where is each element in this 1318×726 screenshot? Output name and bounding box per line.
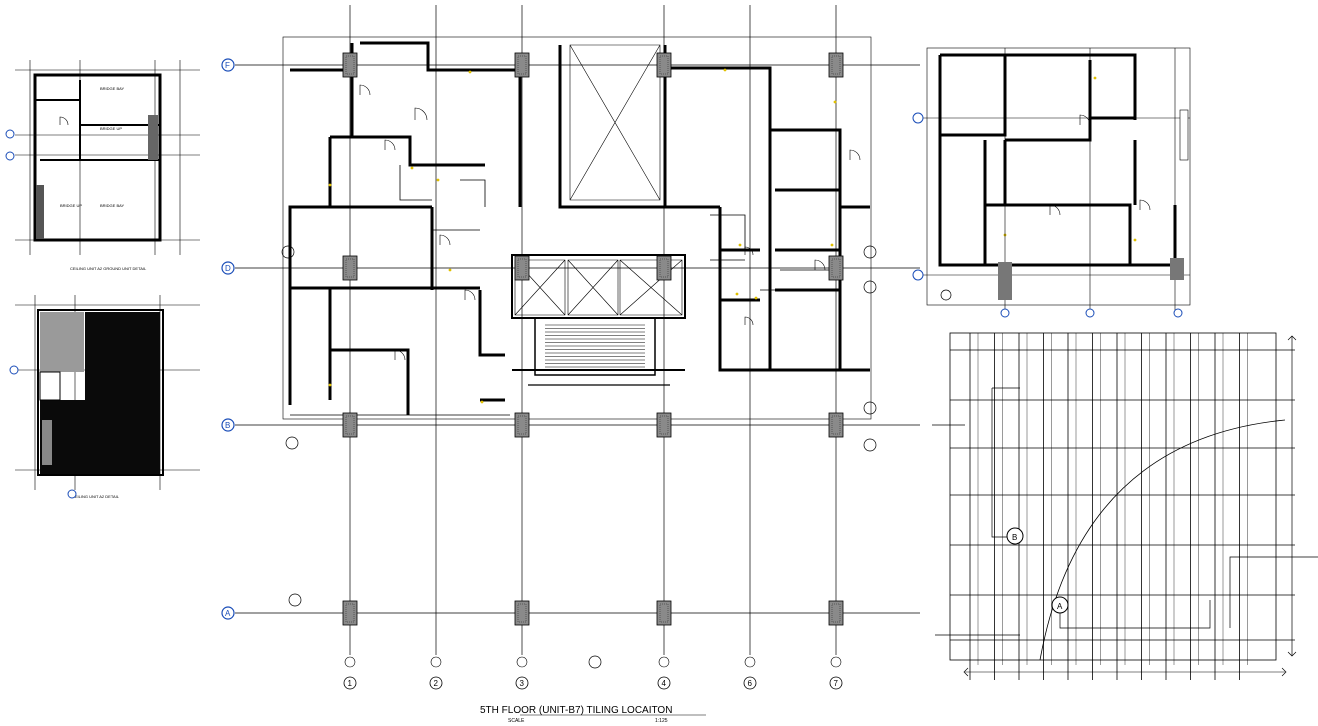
light-point	[738, 243, 742, 247]
column-bubble-4: 4	[657, 656, 671, 690]
light-point	[1093, 76, 1097, 80]
room-label: BRIDGE BAY	[100, 86, 124, 91]
svg-text:A: A	[1057, 602, 1063, 611]
interior-thin-lines	[290, 165, 830, 416]
column	[342, 600, 358, 626]
column	[342, 255, 358, 281]
light-point	[328, 383, 332, 387]
column-grid-lines	[349, 5, 837, 655]
ceiling-detail-1: BRIDGE BAY BRIDGE UP BRIDGE UP BRIDGE BA…	[5, 60, 200, 271]
structural-columns	[342, 52, 844, 626]
tile-layout-grid: B A	[932, 332, 1318, 680]
column	[656, 412, 672, 438]
row-grid-bubbles: F D B A	[221, 58, 235, 620]
row-bubble-D: D	[221, 261, 235, 275]
main-floor-plan: F D B A 1 2 3 4 6 7 5TH FLOOR (UNIT-B7) TILING L…	[59, 5, 1151, 724]
light-point	[480, 400, 484, 404]
section-markers	[281, 245, 877, 669]
svg-text:F: F	[225, 61, 230, 70]
tile-lines-horizontal	[950, 349, 1295, 641]
svg-text:4: 4	[662, 679, 667, 688]
light-point	[735, 292, 739, 296]
detail-title-2: CEILING UNIT A2 DETAIL	[72, 494, 120, 499]
light-point	[833, 100, 837, 104]
column-bubble-2: 2	[429, 656, 443, 690]
column-bubble-7: 7	[829, 656, 843, 690]
light-point	[410, 166, 414, 170]
column	[656, 600, 672, 626]
column-bubble-6: 6	[743, 656, 757, 690]
hatched-wall	[36, 185, 44, 239]
light-point	[448, 268, 452, 272]
column	[342, 52, 358, 78]
light-point	[468, 70, 472, 74]
column	[514, 255, 530, 281]
svg-text:D: D	[225, 264, 231, 273]
svg-text:A: A	[225, 609, 231, 618]
svg-text:7: 7	[834, 679, 839, 688]
row-bubble-F: F	[221, 58, 235, 72]
column	[514, 52, 530, 78]
svg-text:2: 2	[434, 679, 439, 688]
column	[828, 412, 844, 438]
column	[514, 600, 530, 626]
svg-text:6: 6	[748, 679, 753, 688]
light-point	[436, 178, 440, 182]
plan-frame	[282, 36, 872, 420]
unit-detail-plan	[912, 47, 1191, 318]
light-point	[328, 183, 332, 187]
column	[828, 255, 844, 281]
drawing-title: 5TH FLOOR (UNIT-B7) TILING LOCAITON	[480, 705, 672, 716]
column	[656, 52, 672, 78]
column	[656, 255, 672, 281]
light-point	[754, 296, 758, 300]
room-label: BRIDGE UP	[60, 203, 82, 208]
column-bubble-3: 3	[515, 656, 529, 690]
svg-text:3: 3	[520, 679, 525, 688]
scale-value: 1:125	[655, 718, 668, 724]
column	[828, 52, 844, 78]
scale-label: SCALE	[508, 718, 525, 724]
arc-line	[1039, 419, 1286, 661]
tile-marker-b: B	[1006, 527, 1024, 545]
column	[514, 412, 530, 438]
tile-lines-vertical	[969, 333, 1248, 680]
staircase	[545, 324, 645, 371]
row-bubble-B: B	[221, 418, 235, 432]
shaft-crosses	[514, 44, 683, 316]
wall-lines	[288, 41, 870, 415]
svg-text:B: B	[225, 421, 230, 430]
column	[828, 600, 844, 626]
room-label: BRIDGE BAY	[100, 203, 124, 208]
door-swings	[59, 84, 1151, 361]
column-grid-bubbles: 1 2 3 4 6 7	[343, 656, 843, 690]
ceiling-detail-2: CEILING UNIT A2 DETAIL	[9, 295, 200, 499]
room-label: BRIDGE UP	[100, 126, 122, 131]
light-point	[830, 243, 834, 247]
svg-text:1: 1	[348, 679, 353, 688]
svg-text:B: B	[1012, 533, 1017, 542]
tile-marker-a: A	[1051, 596, 1069, 614]
light-point	[723, 68, 727, 72]
light-point	[1133, 238, 1137, 242]
column-bubble-1: 1	[343, 656, 357, 690]
detail-title-1: CEILING UNIT A2 GROUND UNIT DETAIL	[70, 266, 147, 271]
row-bubble-A: A	[221, 606, 235, 620]
light-points	[328, 68, 1137, 404]
column	[342, 412, 358, 438]
